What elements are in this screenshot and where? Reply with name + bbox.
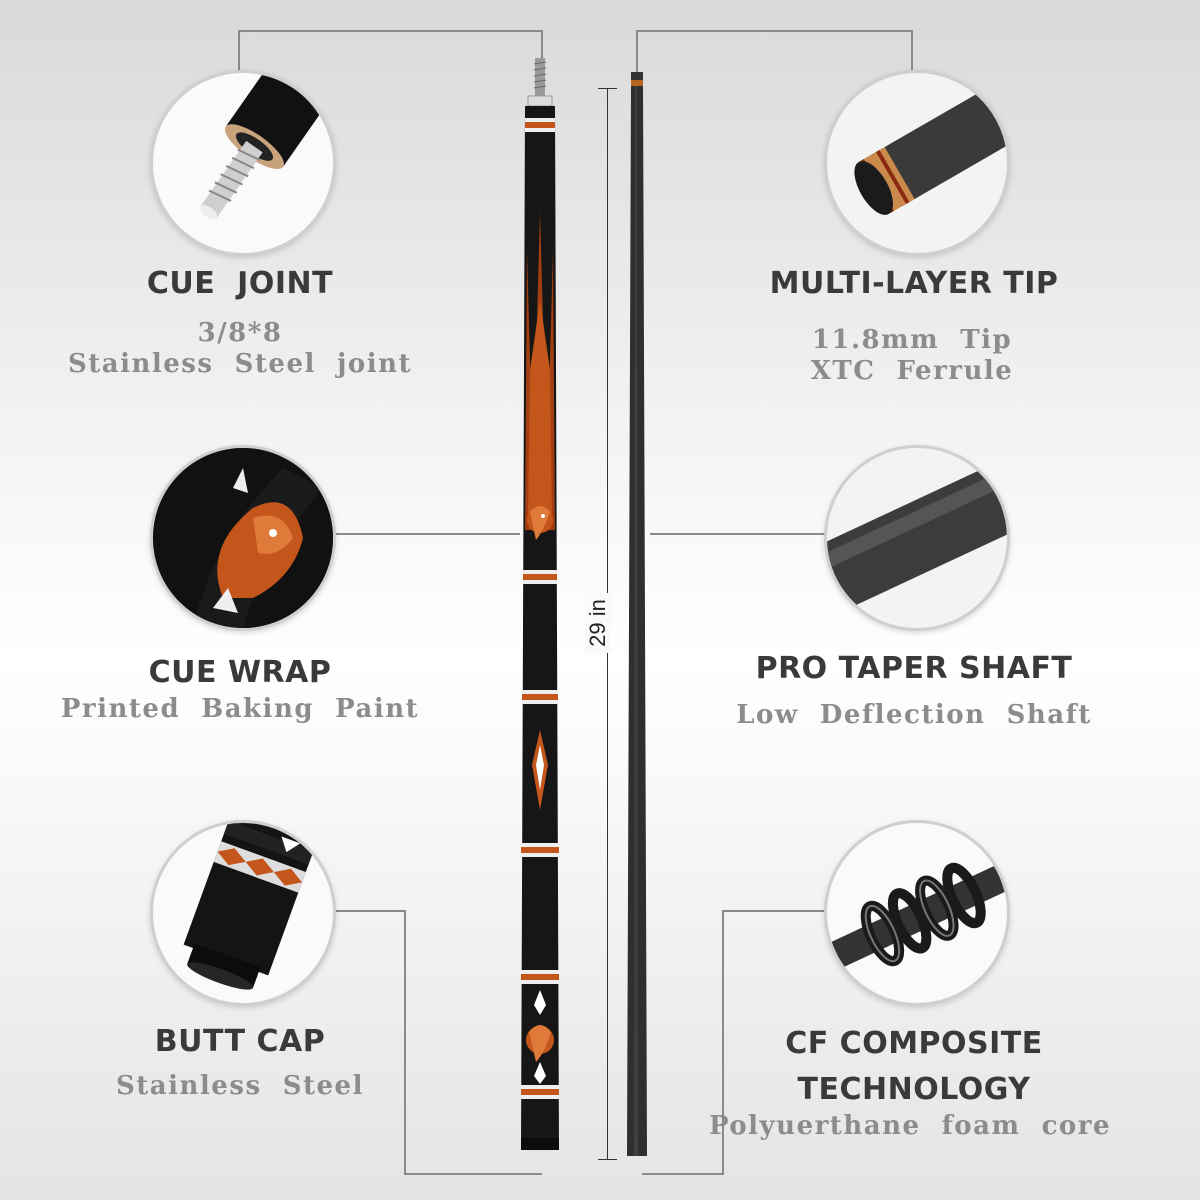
cue-wrap-sub1: Printed Baking Paint: [60, 694, 420, 724]
butt-cap-circle: [150, 820, 336, 1006]
diamond-ornament: [532, 730, 548, 810]
dragon-wrap-icon: [153, 448, 333, 628]
tip-circle: [824, 70, 1010, 256]
cf-title-line1: CF COMPOSITE: [785, 1026, 1043, 1061]
cue-shaft: [627, 72, 647, 1156]
butt-cap-sub1: Stainless Steel: [116, 1071, 364, 1101]
tip-sub1: 11.8mm Tip: [811, 325, 1013, 355]
tip-title: MULTI-LAYER TIP: [769, 266, 1059, 301]
cue-wrap-title: CUE WRAP: [148, 655, 332, 690]
dragon-decal-top: [527, 506, 553, 540]
dimension-tick-bottom: [598, 1159, 617, 1160]
dimension-tick-top: [598, 88, 617, 89]
buttcap-connector-v: [404, 910, 406, 1175]
shaft-connector-h: [650, 533, 825, 535]
shaft-tip: [631, 72, 643, 80]
cf-connector-v: [722, 910, 724, 1175]
tip-sub2: XTC Ferrule: [810, 356, 1014, 386]
tip-connector-h: [636, 30, 913, 32]
cue-joint-sub1: 3/8*8: [197, 318, 283, 348]
dragon-decal-bottom: [526, 990, 554, 1084]
tip-connector-v: [636, 30, 638, 76]
joint-connector-v: [238, 30, 240, 70]
butt-cap-title: BUTT CAP: [154, 1024, 326, 1059]
butt-cap-icon: [183, 823, 320, 990]
cf-sub1: Polyuerthane foam core: [708, 1111, 1112, 1141]
wrap-connector-h: [330, 533, 520, 535]
shaft-title: PRO TAPER SHAFT: [755, 651, 1073, 686]
joint-pin: [535, 58, 545, 98]
cue-butt: [521, 58, 559, 1150]
cf-connector-h: [722, 910, 826, 912]
shaft-icon: [827, 455, 1007, 612]
cue-joint-title: CUE JOINT: [146, 266, 334, 301]
dimension-label: 29 in: [585, 593, 611, 653]
cue-joint-sub2: Stainless Steel joint: [67, 349, 413, 379]
cf-composite-circle: [824, 820, 1010, 1006]
buttcap-connector-h2: [404, 1173, 542, 1175]
shaft-sub1: Low Deflection Shaft: [736, 700, 1092, 730]
joint-connector-h: [238, 30, 543, 32]
joint-pin-icon: [199, 73, 333, 220]
cf-connector-h2: [642, 1173, 724, 1175]
cue-wrap-circle: [150, 445, 336, 631]
joint-connector-v2: [541, 30, 543, 58]
cf-title-line2: TECHNOLOGY: [797, 1072, 1031, 1107]
tip-connector-v2: [911, 30, 913, 70]
buttcap-connector-h: [332, 910, 406, 912]
shaft-circle: [824, 445, 1010, 631]
cue-joint-circle: [150, 70, 336, 256]
carbon-fiber-icon: [831, 857, 1007, 968]
decor-rings: [521, 118, 559, 1099]
tip-icon: [854, 74, 1007, 215]
